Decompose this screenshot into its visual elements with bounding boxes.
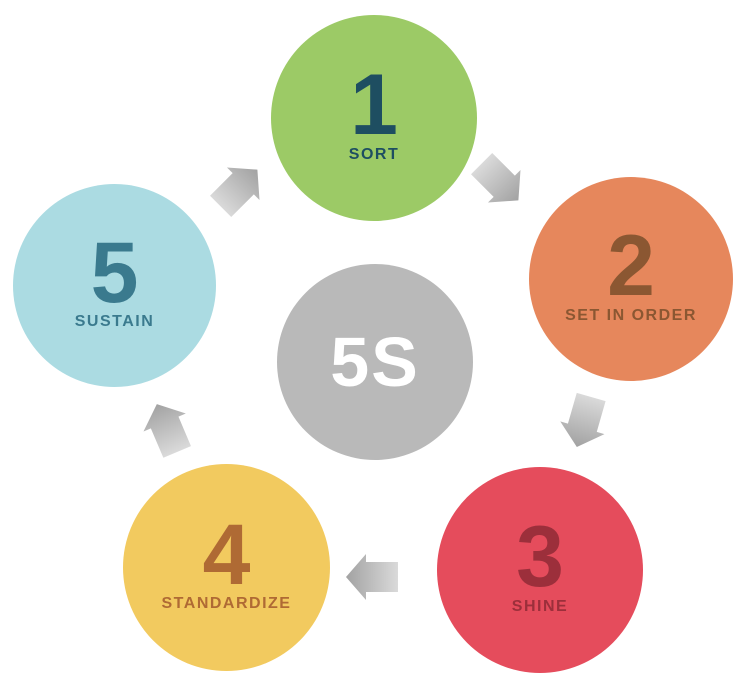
step-label-sort: SORT — [348, 145, 400, 163]
step-label-shine: SHINE — [511, 597, 569, 615]
step-number-4: 4 — [202, 506, 251, 603]
step-number-2: 2 — [607, 218, 655, 315]
center-circle-5s: 5S — [277, 264, 473, 460]
step-circle-standardize: 4 STANDARDIZE — [123, 464, 330, 671]
arrow-1-to-2-icon — [471, 153, 521, 203]
step-circle-sort: 1 SORT — [271, 15, 477, 221]
arrow-2-to-3-icon — [560, 392, 606, 447]
step-label-standardize: STANDARDIZE — [161, 595, 292, 613]
center-label: 5S — [330, 323, 420, 401]
arrow-4-to-5-icon — [143, 404, 191, 458]
arrow-5-to-1-icon — [210, 167, 260, 217]
step-label-set-in-order: SET IN ORDER — [565, 306, 697, 324]
step-circle-shine: 3 SHINE — [437, 467, 643, 673]
step-circle-sustain: 5 SUSTAIN — [13, 184, 216, 387]
arrow-3-to-4-icon — [346, 554, 398, 600]
step-number-1: 1 — [350, 57, 398, 154]
step-number-5: 5 — [90, 224, 139, 321]
step-circle-set-in-order: 2 SET IN ORDER — [529, 177, 733, 381]
step-label-sustain: SUSTAIN — [74, 313, 155, 331]
step-number-3: 3 — [516, 509, 564, 606]
